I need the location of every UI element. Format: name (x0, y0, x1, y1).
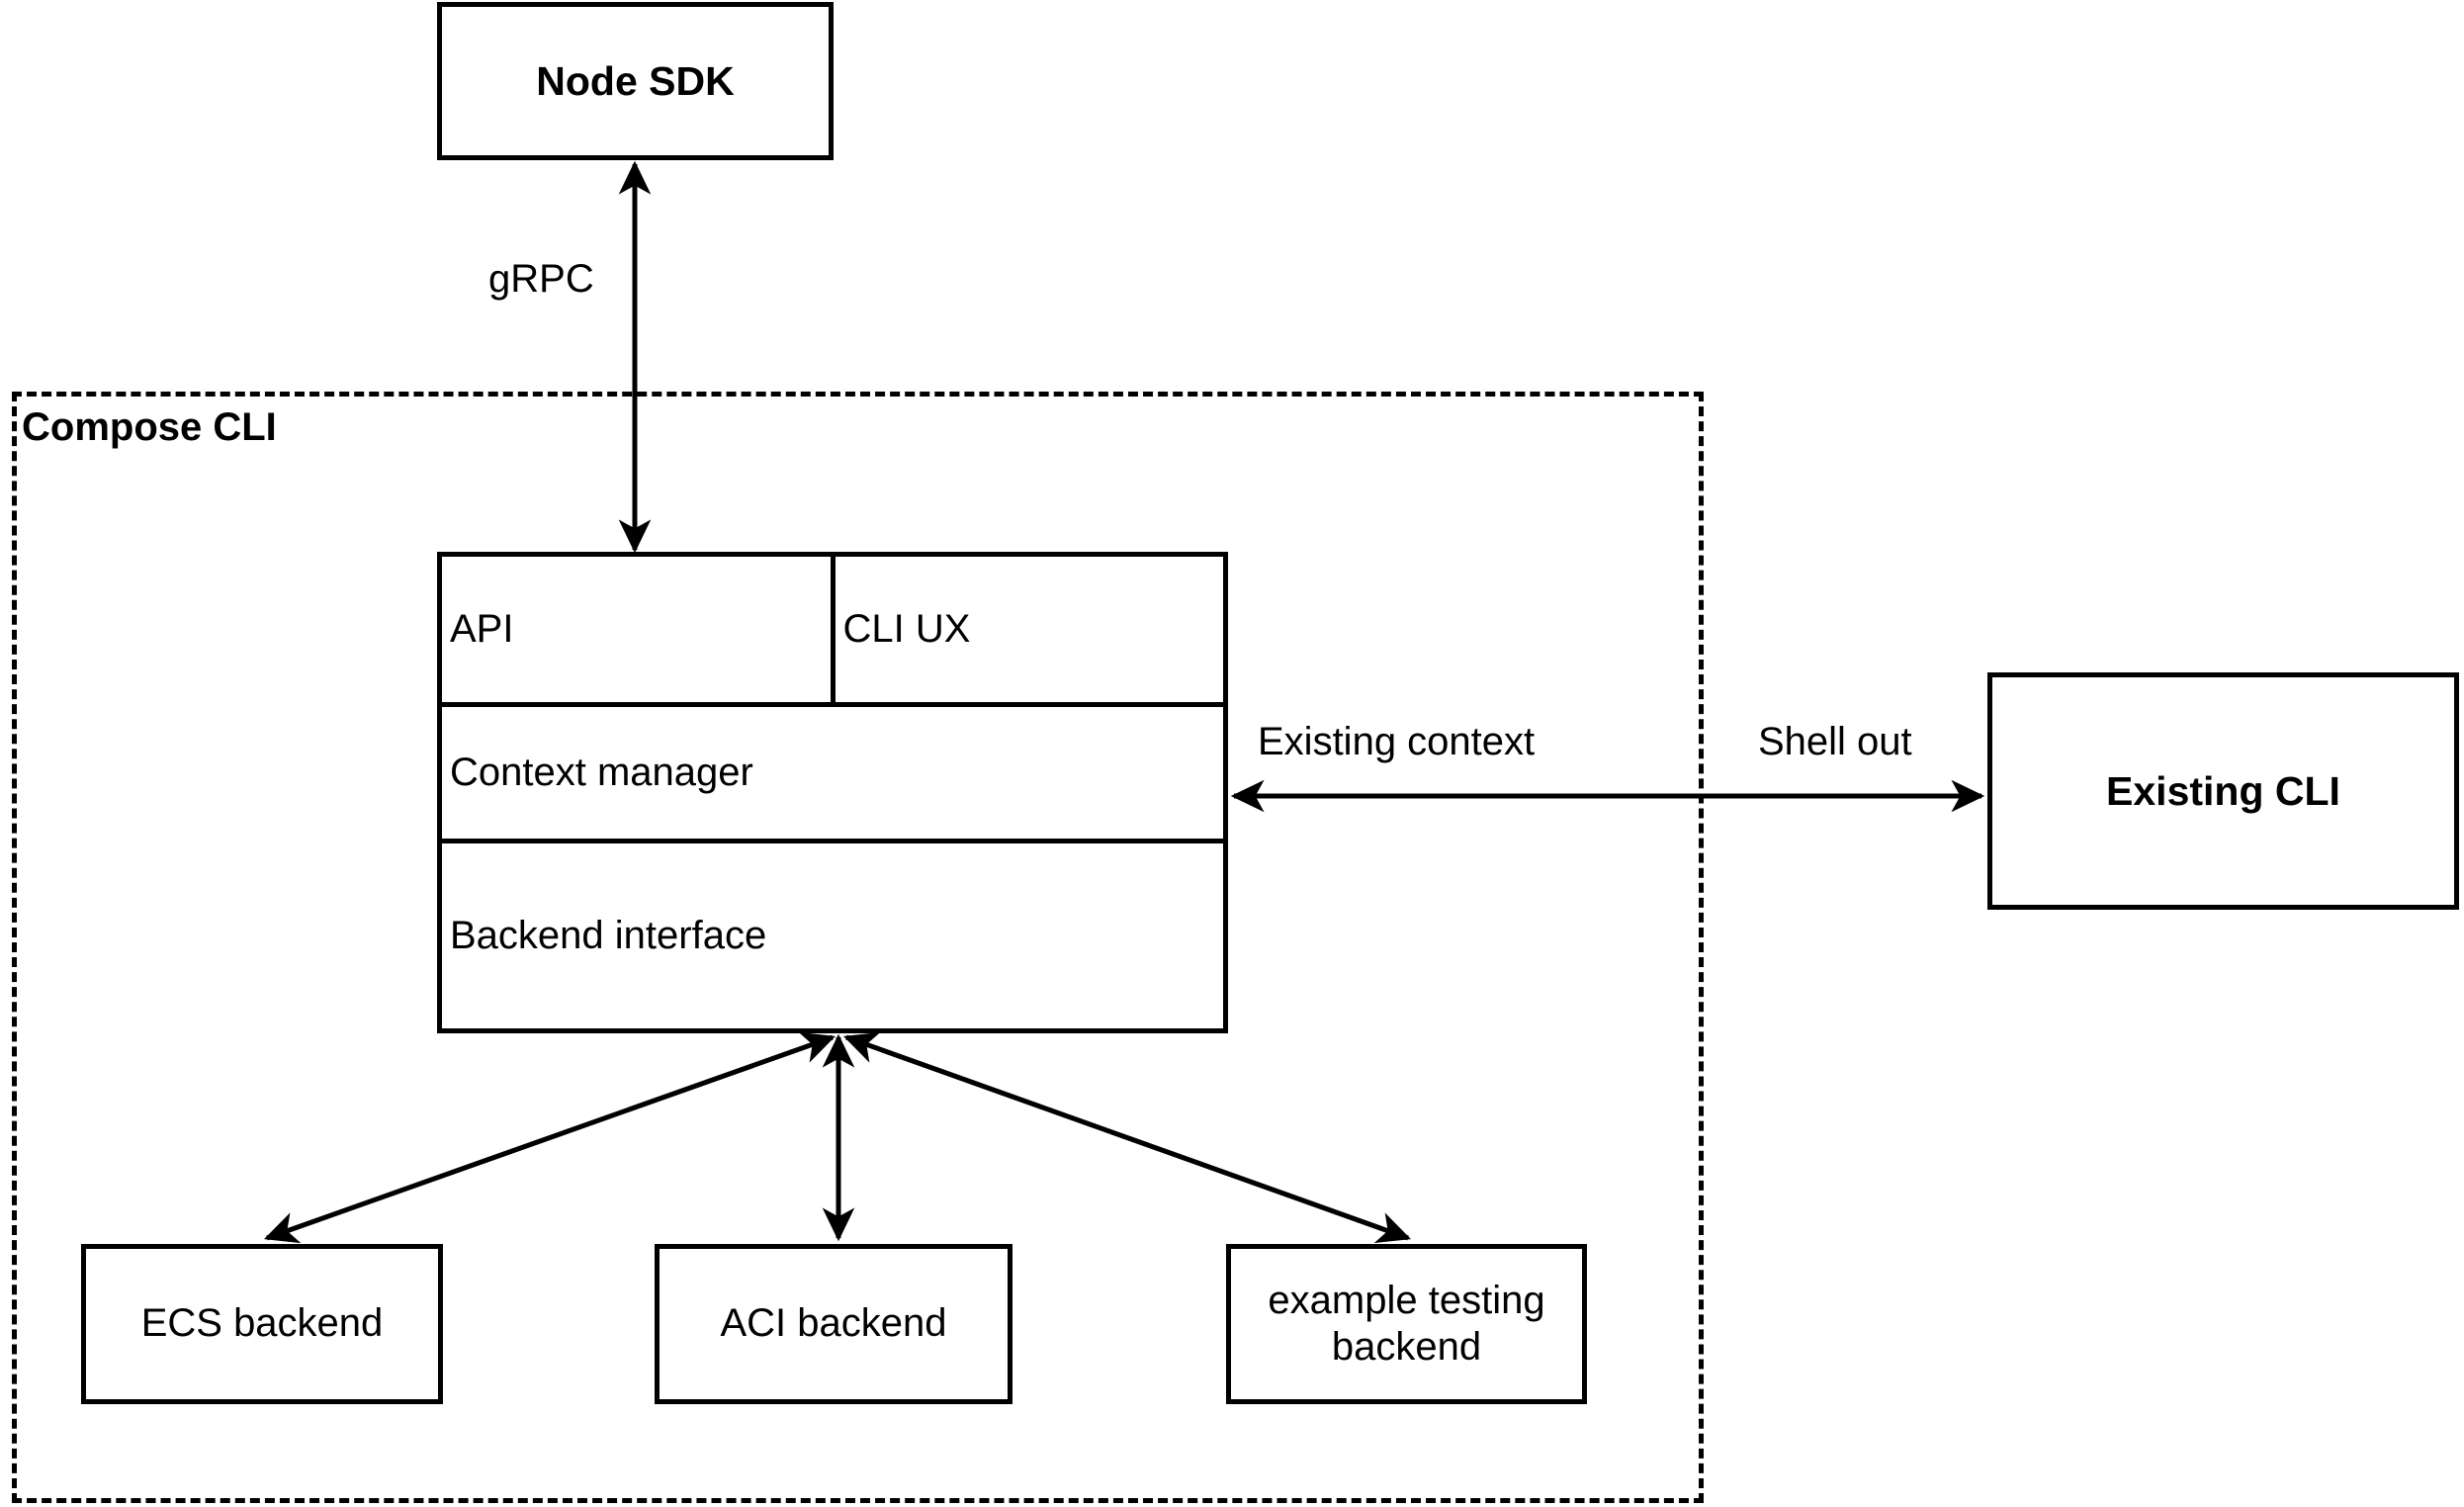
node-sdk-label: Node SDK (536, 57, 735, 104)
edge-label-shell-out: Shell out (1758, 720, 1912, 763)
api-cell[interactable]: API (442, 557, 836, 702)
node-sdk-box[interactable]: Node SDK (437, 2, 834, 160)
compose-cli-boundary (12, 392, 1704, 1503)
compose-cli-group-label: Compose CLI (22, 405, 277, 449)
core-stack-top-row: API CLI UX (442, 557, 1223, 707)
example-testing-backend-box[interactable]: example testing backend (1226, 1244, 1587, 1404)
existing-cli-label: Existing CLI (2106, 767, 2340, 814)
edge-ecs (263, 1031, 836, 1244)
edge-label-existing-context: Existing context (1258, 720, 1536, 763)
edge-example (842, 1031, 1412, 1244)
ecs-backend-label: ECS backend (140, 1301, 384, 1346)
compose-cli-core-stack: API CLI UX Context manager Backend inter… (437, 552, 1228, 1033)
aci-backend-box[interactable]: ACI backend (655, 1244, 1012, 1404)
backend-interface-label: Backend interface (450, 914, 767, 957)
context-manager-label: Context manager (450, 751, 753, 794)
aci-backend-label: ACI backend (720, 1301, 947, 1346)
backend-interface-cell[interactable]: Backend interface (442, 843, 1223, 1028)
api-label: API (450, 607, 514, 651)
ecs-backend-box[interactable]: ECS backend (81, 1244, 443, 1404)
edge-label-grpc: gRPC (488, 257, 594, 301)
existing-cli-box[interactable]: Existing CLI (1987, 672, 2459, 910)
cli-ux-cell[interactable]: CLI UX (836, 557, 1224, 702)
example-testing-backend-line-2: backend (1331, 1325, 1482, 1369)
cli-ux-label: CLI UX (842, 607, 971, 651)
example-testing-backend-line-1: example testing (1268, 1278, 1545, 1322)
context-manager-cell[interactable]: Context manager (442, 707, 1223, 843)
example-testing-backend-label: example testing backend (1231, 1278, 1582, 1371)
